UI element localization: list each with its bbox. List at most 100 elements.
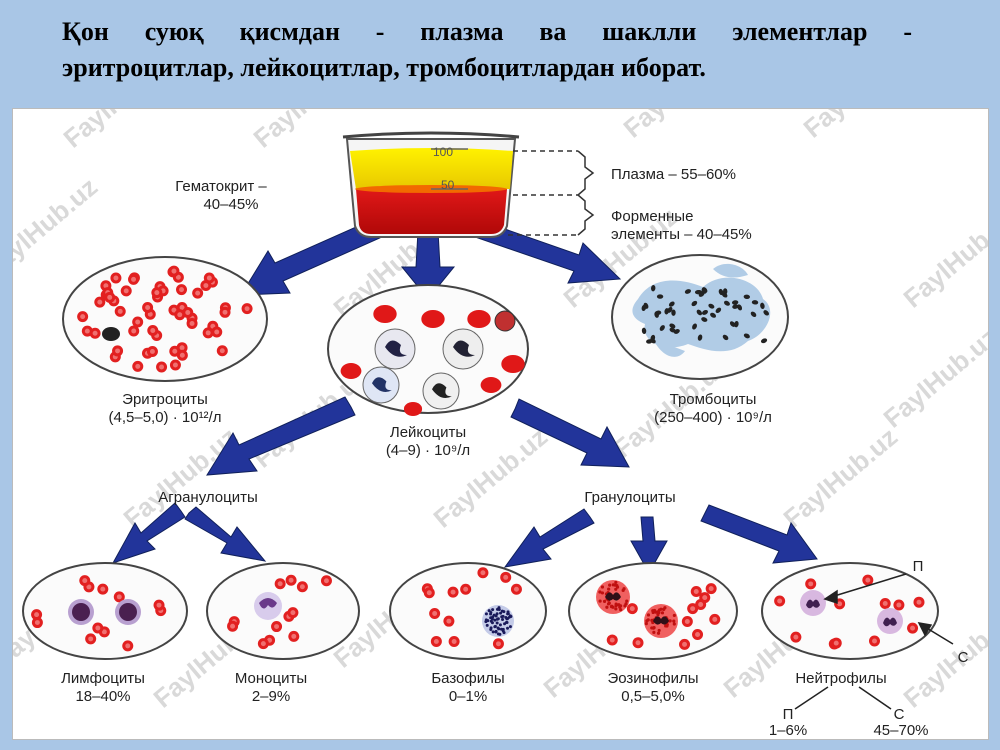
red-blood-cell — [77, 311, 89, 323]
platelet — [691, 300, 698, 307]
platelet — [731, 300, 739, 305]
red-blood-cell — [879, 597, 891, 609]
labels: Гематокрит – 40–45% Плазма – 55–60% Форм… — [61, 166, 969, 739]
eosinophil-cell — [596, 580, 630, 614]
neutrophil-segmented-label: С — [894, 706, 905, 723]
beaker: 100 50 — [342, 131, 520, 238]
platelet — [701, 309, 708, 315]
red-blood-cell — [97, 583, 109, 595]
basophils-circle — [389, 562, 547, 660]
arrow-to-monocytes — [184, 506, 267, 562]
monocytes-circle — [206, 562, 360, 660]
red-blood-cell — [31, 617, 43, 629]
red-blood-cell — [868, 635, 880, 647]
red-blood-cell — [687, 603, 699, 615]
platelet — [701, 317, 708, 322]
platelet — [743, 294, 751, 299]
platelet — [651, 285, 656, 292]
red-blood-cell — [373, 305, 397, 323]
red-blood-cell — [893, 599, 905, 611]
arrows — [111, 218, 818, 575]
title-line-1: Қон суюқ қисмдан - плазма ва шаклли элем… — [62, 17, 912, 46]
erythrocytes-label: Эритроциты — [122, 391, 208, 408]
red-blood-cell — [92, 622, 104, 634]
red-blood-cell — [403, 402, 423, 416]
red-blood-cell — [679, 638, 691, 650]
white-blood-cell — [494, 310, 516, 332]
platelet — [751, 300, 759, 305]
neutrophil-band-marker: П — [913, 558, 924, 575]
red-blood-cell — [146, 345, 158, 357]
watermark-text: FaylHub.uz — [798, 109, 924, 144]
lymphocyte-cell — [115, 599, 141, 625]
arrow-to-thrombocytes — [474, 220, 622, 284]
red-blood-cell — [168, 265, 180, 277]
red-blood-cell — [447, 586, 459, 598]
neutrophil-cell — [800, 590, 826, 616]
platelet — [692, 323, 697, 330]
neutrophil-pointers — [823, 573, 954, 645]
erythrocytes-circle — [62, 256, 268, 382]
red-blood-cell — [31, 609, 43, 621]
lymphocyte-cell — [68, 599, 94, 625]
granulocytes-label: Гранулоциты — [584, 489, 675, 506]
red-blood-cell — [467, 310, 491, 328]
platelet — [708, 303, 715, 309]
beaker-mark-50: 50 — [441, 178, 455, 192]
red-blood-cell — [606, 634, 618, 646]
red-blood-cell — [705, 583, 717, 595]
platelet — [650, 338, 656, 344]
red-blood-cell — [202, 327, 214, 339]
red-blood-cell — [219, 306, 231, 318]
red-blood-cell — [104, 291, 116, 303]
red-blood-cell — [805, 578, 817, 590]
platelet — [668, 301, 675, 307]
red-blood-cell — [114, 305, 126, 317]
platelet — [729, 321, 736, 327]
cells-layer — [31, 265, 925, 652]
platelet — [724, 300, 730, 306]
neutrophil-band-label: П — [783, 706, 794, 723]
red-blood-cell — [830, 637, 842, 649]
red-blood-cell — [182, 306, 194, 318]
lymphocytes-value: 18–40% — [75, 688, 130, 705]
red-blood-cell — [211, 326, 223, 338]
platelet — [760, 302, 765, 310]
platelet — [750, 311, 757, 318]
red-blood-cell — [430, 635, 442, 647]
brackets — [508, 150, 595, 236]
red-blood-cell — [480, 377, 502, 393]
red-blood-cell — [142, 301, 154, 313]
red-blood-cell — [632, 637, 644, 649]
platelet — [763, 310, 770, 316]
red-blood-cell — [709, 613, 721, 625]
eosinophil-cell — [644, 604, 678, 638]
white-blood-cell — [362, 366, 400, 404]
red-blood-cell — [320, 575, 332, 587]
red-blood-cell — [285, 574, 297, 586]
platelet — [659, 325, 665, 331]
neutrophils-label: Нейтрофилы — [795, 670, 886, 687]
white-blood-cell — [442, 328, 484, 370]
thrombocytes-label: Тромбоциты — [670, 391, 757, 408]
leukocytes-value: (4–9) · 10⁹/л — [386, 442, 470, 459]
red-blood-cell — [492, 638, 504, 650]
platelet — [641, 304, 647, 312]
red-blood-cell — [296, 581, 308, 593]
red-blood-cell — [89, 327, 101, 339]
platelet — [722, 334, 729, 341]
red-blood-cell — [110, 272, 122, 284]
red-blood-cell — [113, 591, 125, 603]
platelet — [669, 323, 676, 329]
platelet — [718, 288, 724, 296]
platelet — [667, 306, 673, 313]
arrow-to-granulocytes — [510, 398, 630, 468]
red-blood-cell — [913, 596, 925, 608]
platelet — [732, 304, 739, 309]
basophils-label: Базофилы — [431, 670, 504, 687]
white-blood-cell — [422, 372, 460, 410]
neutrophil-branches — [794, 686, 892, 710]
red-blood-cell — [128, 325, 140, 337]
